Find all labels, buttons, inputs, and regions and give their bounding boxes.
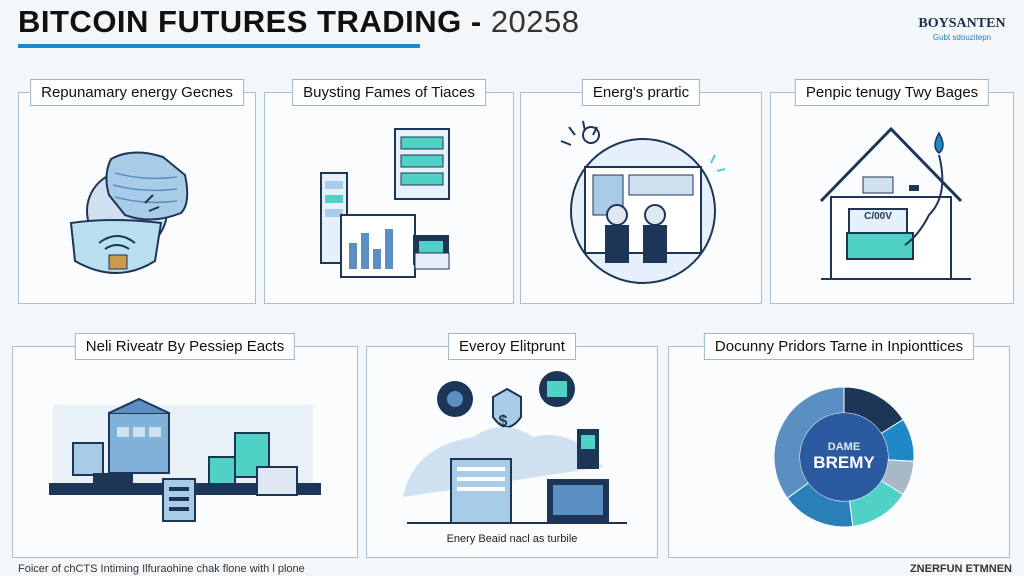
panel-title: Neli Riveatr By Pessiep Eacts bbox=[74, 333, 296, 360]
panel-caption: Enery Beaid nacl as turbile bbox=[446, 533, 578, 545]
panel-title: Energ's prartic bbox=[581, 79, 701, 106]
donut-center-label: BREMY bbox=[813, 453, 875, 472]
page-title: BITCOIN FUTURES TRADING - 20258 bbox=[18, 4, 580, 40]
panel-title: Penpic tenugy Twy Bages bbox=[794, 79, 990, 106]
panel-energy-practic: Energ's prartic bbox=[520, 79, 762, 304]
trading-screens-illustration bbox=[320, 128, 450, 278]
panel-title: Repunamary energy Gecnes bbox=[30, 79, 244, 106]
industrial-plant-illustration bbox=[49, 397, 321, 522]
panel-title: Docunny Pridors Tarne in Inpionttices bbox=[703, 333, 975, 360]
panel-title: Buysting Fames of Tiaces bbox=[292, 79, 486, 106]
house-energy-illustration bbox=[819, 126, 971, 280]
coin-stack-illustration bbox=[69, 151, 189, 274]
panel-energy-genes: Repunamary energy Gecnes bbox=[18, 79, 256, 304]
panel-title: Everoy Elitprunt bbox=[448, 333, 576, 360]
panel-everoy-elitprunt: Everoy Elitprunt $ Enery Beaid nacl as t… bbox=[366, 333, 658, 558]
panel-penpic-tenugy: Penpic tenugy Twy Bages C/00V bbox=[770, 79, 1014, 304]
footer-left-text: Foicer of chCTS Intiming Ilfuraohine cha… bbox=[18, 563, 305, 575]
house-screen-label: C/00V bbox=[864, 211, 892, 222]
panel-docunny-pridors: Docunny Pridors Tarne in Inpionttices DA… bbox=[668, 333, 1010, 558]
logo-tagline: Gubt sdouzitepn bbox=[932, 33, 992, 42]
shield-dollar-icon: $ bbox=[498, 413, 508, 430]
logo-name: BOYSANTEN bbox=[918, 16, 1006, 31]
donut-chart bbox=[773, 386, 915, 528]
panel-buysting-fames: Buysting Fames of Tiaces bbox=[264, 79, 514, 304]
footer-right-text: ZNERFUN ETMNEN bbox=[909, 563, 1012, 575]
panel-neli-riveatr: Neli Riveatr By Pessiep Eacts bbox=[12, 333, 358, 558]
page-title-year: 20258 bbox=[490, 4, 580, 39]
title-underline bbox=[18, 44, 420, 48]
page-title-text: BITCOIN FUTURES TRADING - bbox=[18, 4, 491, 39]
brand-logo: BOYSANTEN Gubt sdouzitepn bbox=[912, 16, 1012, 42]
office-people-illustration bbox=[560, 120, 726, 284]
donut-center-label-top: DAME bbox=[827, 441, 861, 453]
donut-center bbox=[800, 413, 888, 501]
security-trading-illustration bbox=[403, 371, 627, 524]
